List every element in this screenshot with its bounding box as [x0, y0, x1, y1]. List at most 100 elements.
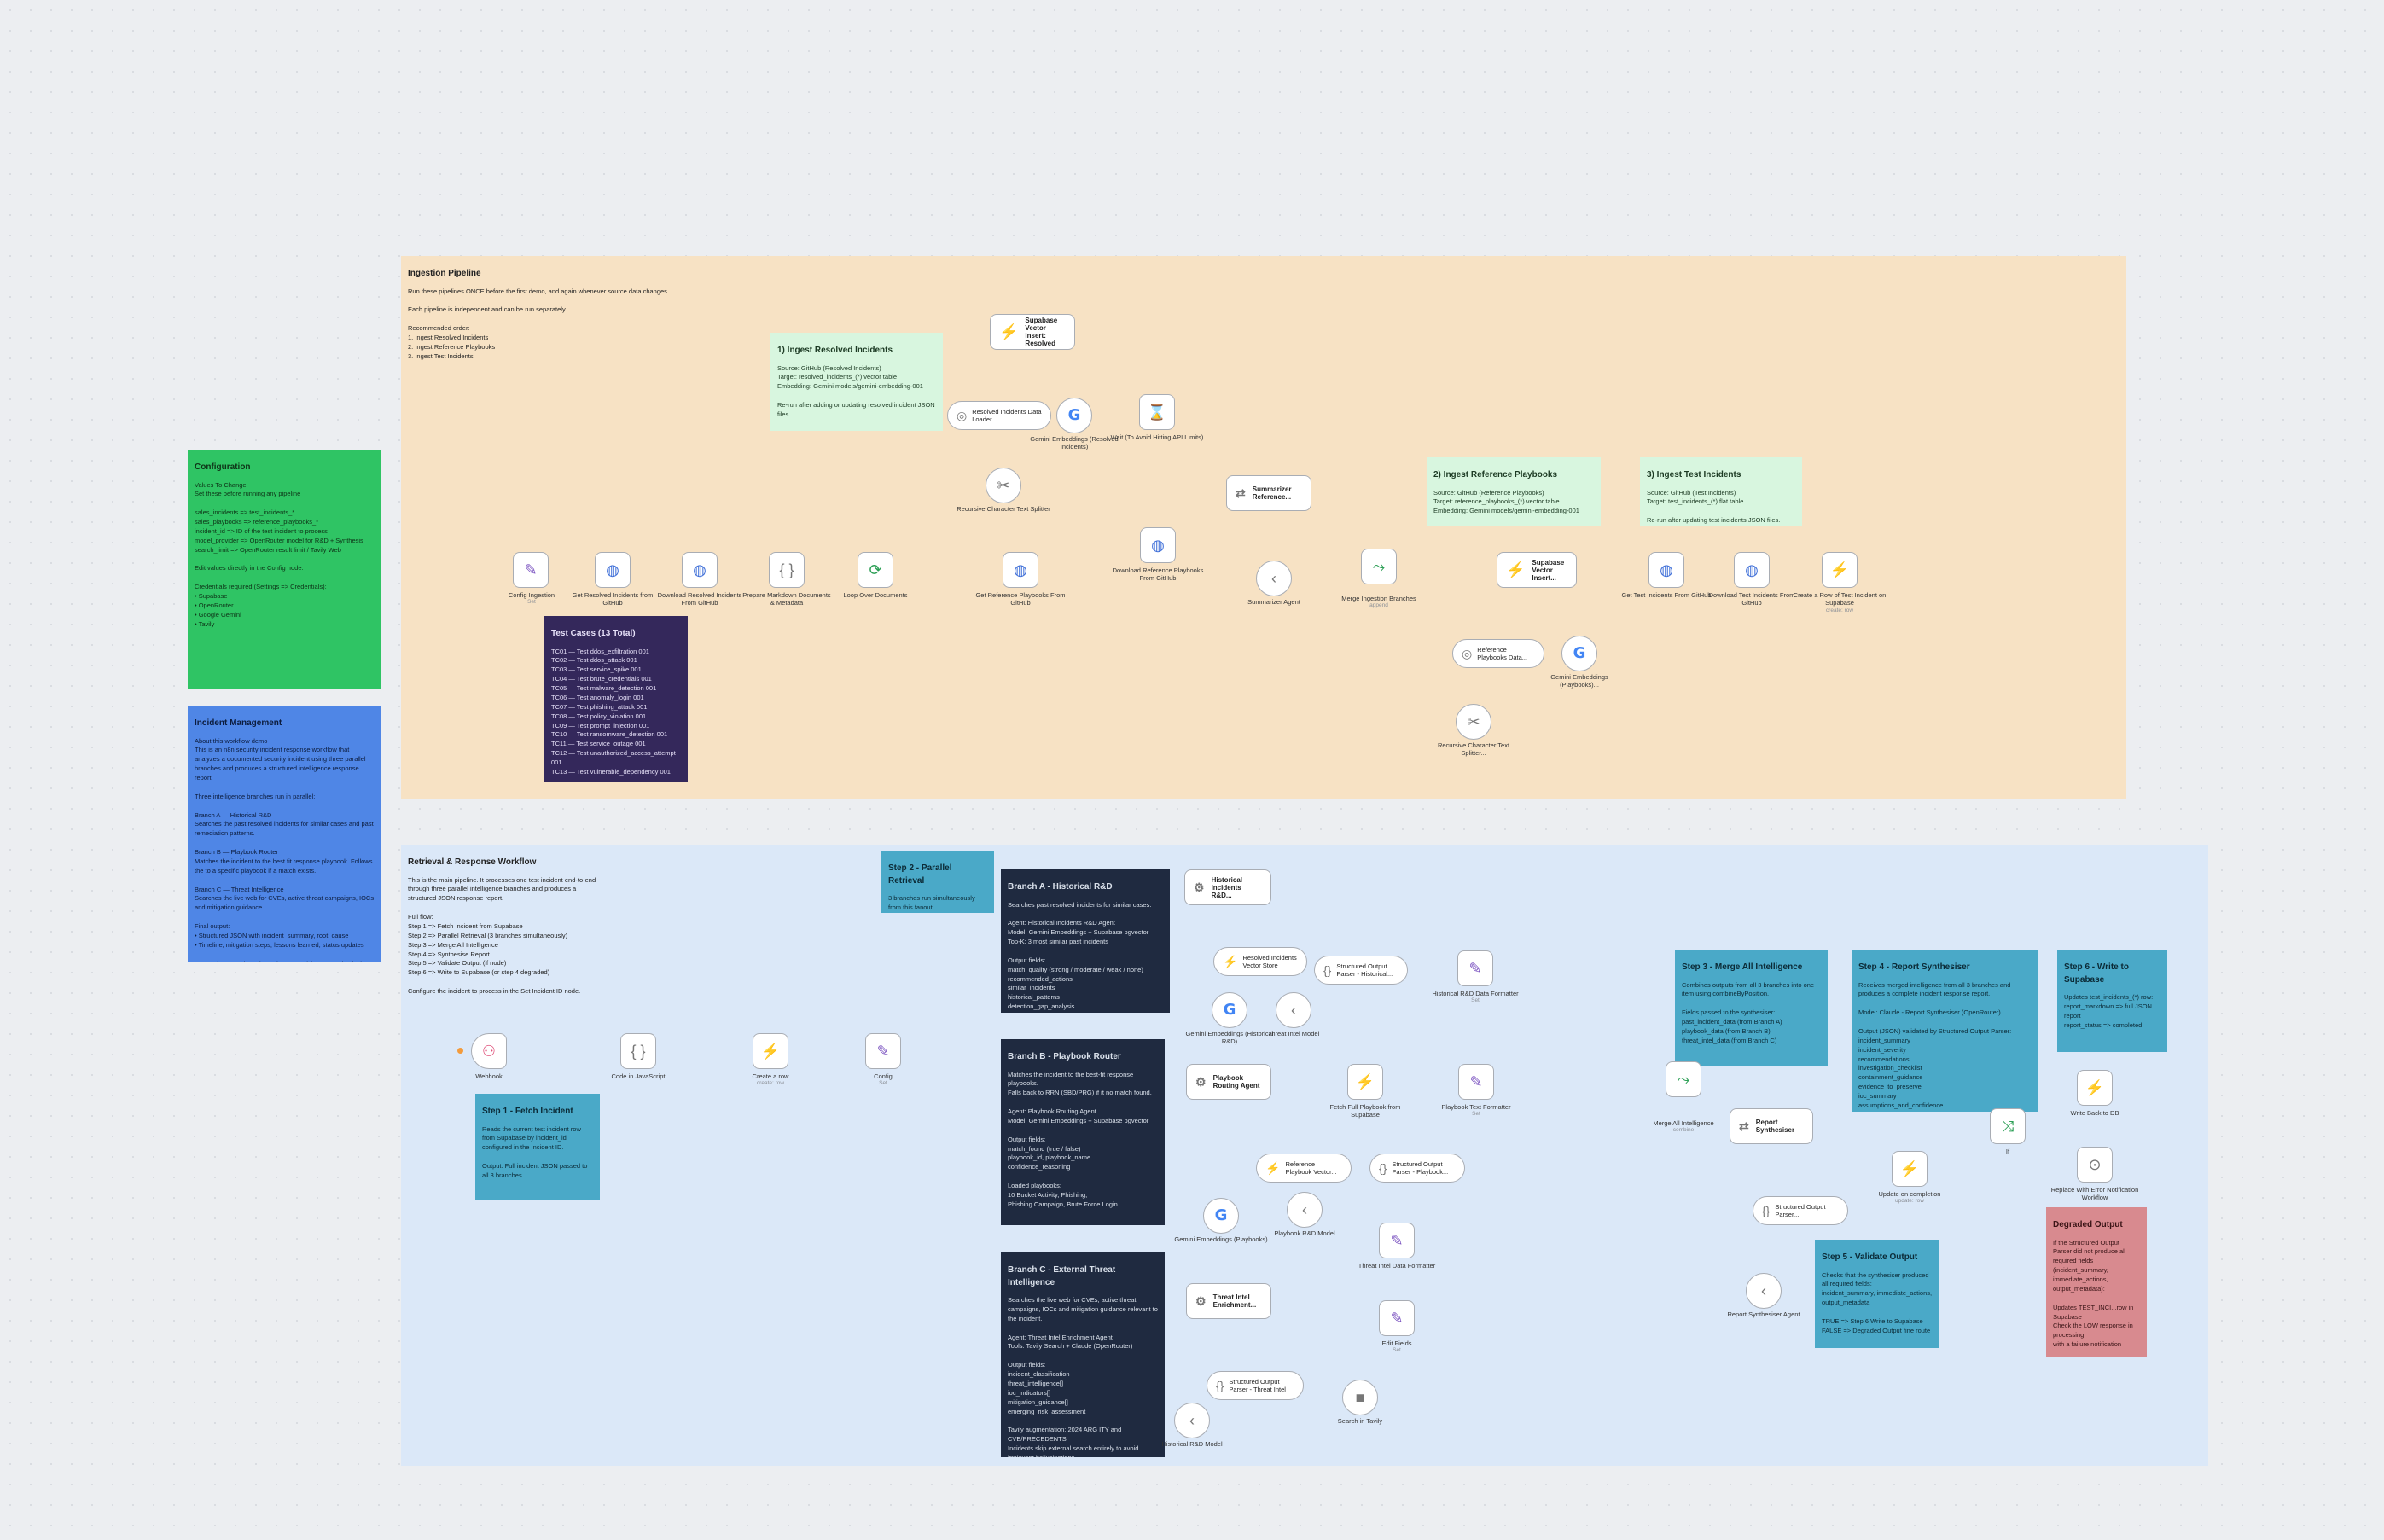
config-node[interactable]: ✎ [865, 1033, 901, 1069]
branch-c-note: Branch C - External Threat Intelligence … [1001, 1252, 1165, 1457]
threat-intel-formatter-node[interactable]: ✎ [1379, 1223, 1415, 1258]
report-synth-model-label: Report Synthesiser Agent [1727, 1310, 1800, 1318]
if-label: If [2005, 1148, 2010, 1155]
update-completion-node[interactable]: ⚡ [1892, 1151, 1928, 1187]
threat-intel-model-node[interactable]: ‹ [1276, 992, 1311, 1028]
report-synth-model-node[interactable]: ‹ [1746, 1273, 1782, 1309]
merge-icon: ⤳ [1372, 558, 1386, 575]
historical-formatter-node[interactable]: ✎ [1457, 950, 1493, 986]
no-op-icon: ⊙ [2088, 1156, 2102, 1173]
loop-over-documents-node[interactable]: ⟳ [858, 552, 893, 588]
threat-intel-agent-node[interactable]: ⚙Threat Intel Enrichment... [1186, 1283, 1271, 1319]
create-row-node[interactable]: ⚡ [753, 1033, 788, 1069]
playbook-model-node[interactable]: ‹ [1287, 1192, 1323, 1228]
fetch-playbook-label: Fetch Full Playbook from Supabase [1329, 1103, 1401, 1119]
download-test-incidents-node[interactable]: ◍ [1734, 552, 1770, 588]
edit-icon: ✎ [1390, 1310, 1404, 1327]
structured-parser-report-node[interactable]: {}Structured Output Parser... [1753, 1196, 1848, 1225]
braces-icon: {} [1762, 1204, 1771, 1217]
code-js-label: Code in JavaScript [611, 1072, 666, 1080]
structured-parser-threat-node[interactable]: {}Structured Output Parser - Threat Inte… [1207, 1371, 1304, 1400]
step5-note: Step 5 - Validate Output Checks that the… [1815, 1240, 1939, 1348]
document-loader-icon: ◎ [1462, 647, 1473, 660]
code-js-node[interactable]: { } [620, 1033, 656, 1069]
merge-ingestion-node[interactable]: ⤳ [1361, 549, 1397, 584]
merge-all-node[interactable]: ⤳ [1666, 1061, 1701, 1097]
structured-parser-playbook-node[interactable]: {}Structured Output Parser - Playbook... [1369, 1154, 1465, 1183]
summarizer-agent-node[interactable]: ‹ [1256, 561, 1292, 596]
resolved-loader-node[interactable]: ◎Resolved Incidents Data Loader [947, 401, 1051, 430]
google-icon: G [1067, 406, 1081, 424]
globe-icon: ◍ [606, 561, 619, 578]
prepare-markdown-label: Prepare Markdown Documents & Metadata [742, 591, 831, 607]
playbook-formatter-node[interactable]: ✎ [1458, 1064, 1494, 1100]
ref-playbook-vector-node[interactable]: ⚡Reference Playbook Vector... [1256, 1154, 1352, 1183]
prepare-markdown-node[interactable]: { } [769, 552, 805, 588]
fetch-playbook-node[interactable]: ⚡ [1347, 1064, 1383, 1100]
config-ingestion-node[interactable]: ✎ [513, 552, 549, 588]
supabase-icon: ⚡ [999, 323, 1019, 340]
resolved-vector-store-node[interactable]: ⚡Resolved Incidents Vector Store [1213, 947, 1307, 976]
recursive-splitter1-node[interactable]: ✂ [986, 468, 1021, 503]
wait-node[interactable]: ⌛ [1139, 394, 1175, 430]
webhook-node[interactable]: ⚇ [471, 1033, 507, 1069]
report-synthesiser-node[interactable]: ⇄Report Synthesiser [1730, 1108, 1813, 1144]
hourglass-icon: ⌛ [1147, 404, 1167, 421]
wait-label: Wait (To Avoid Hitting API Limits) [1110, 433, 1204, 441]
get-test-incidents-node[interactable]: ◍ [1648, 552, 1684, 588]
write-back-node[interactable]: ⚡ [2077, 1070, 2113, 1106]
summarizer-reference-node[interactable]: ⇄Summarizer Reference... [1226, 475, 1311, 511]
historical-model-node[interactable]: ‹ [1174, 1403, 1210, 1438]
threat-intel-formatter-label: Threat Intel Data Formatter [1358, 1262, 1436, 1270]
get-resolved-incidents-node[interactable]: ◍ [595, 552, 631, 588]
get-ref-playbooks-node[interactable]: ◍ [1003, 552, 1038, 588]
gemini-historical-node[interactable]: G [1212, 992, 1247, 1028]
edit-icon: ✎ [1390, 1232, 1404, 1249]
globe-icon: ◍ [1745, 561, 1759, 578]
agent-icon: ⚙ [1194, 880, 1205, 894]
gemini-resolved-node[interactable]: G [1056, 398, 1092, 433]
loop-over-documents-label: Loop Over Documents [843, 591, 908, 599]
if-node[interactable]: ⤨ [1990, 1108, 2026, 1144]
replace-error-label: Replace With Error Notification Workflow [2050, 1186, 2139, 1202]
supabase-icon: ⚡ [1355, 1073, 1375, 1090]
edit-fields-node[interactable]: ✎ [1379, 1300, 1415, 1336]
threat-intel-model-label: Threat Intel Model [1267, 1030, 1320, 1037]
download-test-incidents-label: Download Test Incidents From GitHub [1708, 591, 1795, 607]
gemini-playbooks2-node[interactable]: G [1203, 1198, 1239, 1234]
google-icon: G [1223, 1001, 1236, 1019]
download-resolved-node[interactable]: ◍ [682, 552, 718, 588]
ref-playbooks-loader-node[interactable]: ◎Reference Playbooks Data... [1452, 639, 1544, 668]
create-row-test-incident-node[interactable]: ⚡ [1822, 552, 1858, 588]
ingestion-pipeline-section: Ingestion Pipeline Run these pipelines O… [401, 256, 2126, 799]
agent-icon: ‹ [1271, 570, 1276, 587]
historical-agent-node[interactable]: ⚙Historical Incidents R&D... [1184, 869, 1271, 905]
get-test-incidents-label: Get Test Incidents From GitHub [1621, 591, 1712, 599]
model-icon: ‹ [1761, 1282, 1766, 1299]
supabase-vector-insert-node[interactable]: ⚡Supabase Vector Insert... [1497, 552, 1577, 588]
supabase-icon: ⚡ [1265, 1161, 1281, 1175]
config-note: Configuration Values To Change Set these… [188, 450, 381, 689]
recursive-splitter2-node[interactable]: ✂ [1456, 704, 1491, 740]
branch-a-note: Branch A - Historical R&D Searches past … [1001, 869, 1170, 1013]
replace-error-node[interactable]: ⊙ [2077, 1147, 2113, 1183]
download-ref-playbooks-node[interactable]: ◍ [1140, 527, 1176, 563]
gemini-playbooks-node[interactable]: G [1561, 636, 1597, 671]
get-resolved-incidents-label: Get Resolved Incidents from GitHub [572, 591, 654, 607]
create-row-test-incident-label: Create a Row of Test Incident on Supabas… [1793, 591, 1887, 613]
search-tavily-node[interactable]: ■ [1342, 1380, 1378, 1415]
playbook-routing-node[interactable]: ⚙Playbook Routing Agent [1186, 1064, 1271, 1100]
supabase-vector-resolved-node[interactable]: ⚡Supabase Vector Insert: Resolved [990, 314, 1075, 350]
download-ref-playbooks-label: Download Reference Playbooks From GitHub [1112, 567, 1204, 583]
search-tavily-label: Search in Tavily [1337, 1417, 1383, 1425]
structured-parser-historical-node[interactable]: {}Structured Output Parser - Historical.… [1314, 956, 1408, 985]
summarize-icon: ⇄ [1236, 486, 1246, 500]
model-icon: ‹ [1189, 1412, 1195, 1429]
google-icon: G [1214, 1206, 1228, 1224]
